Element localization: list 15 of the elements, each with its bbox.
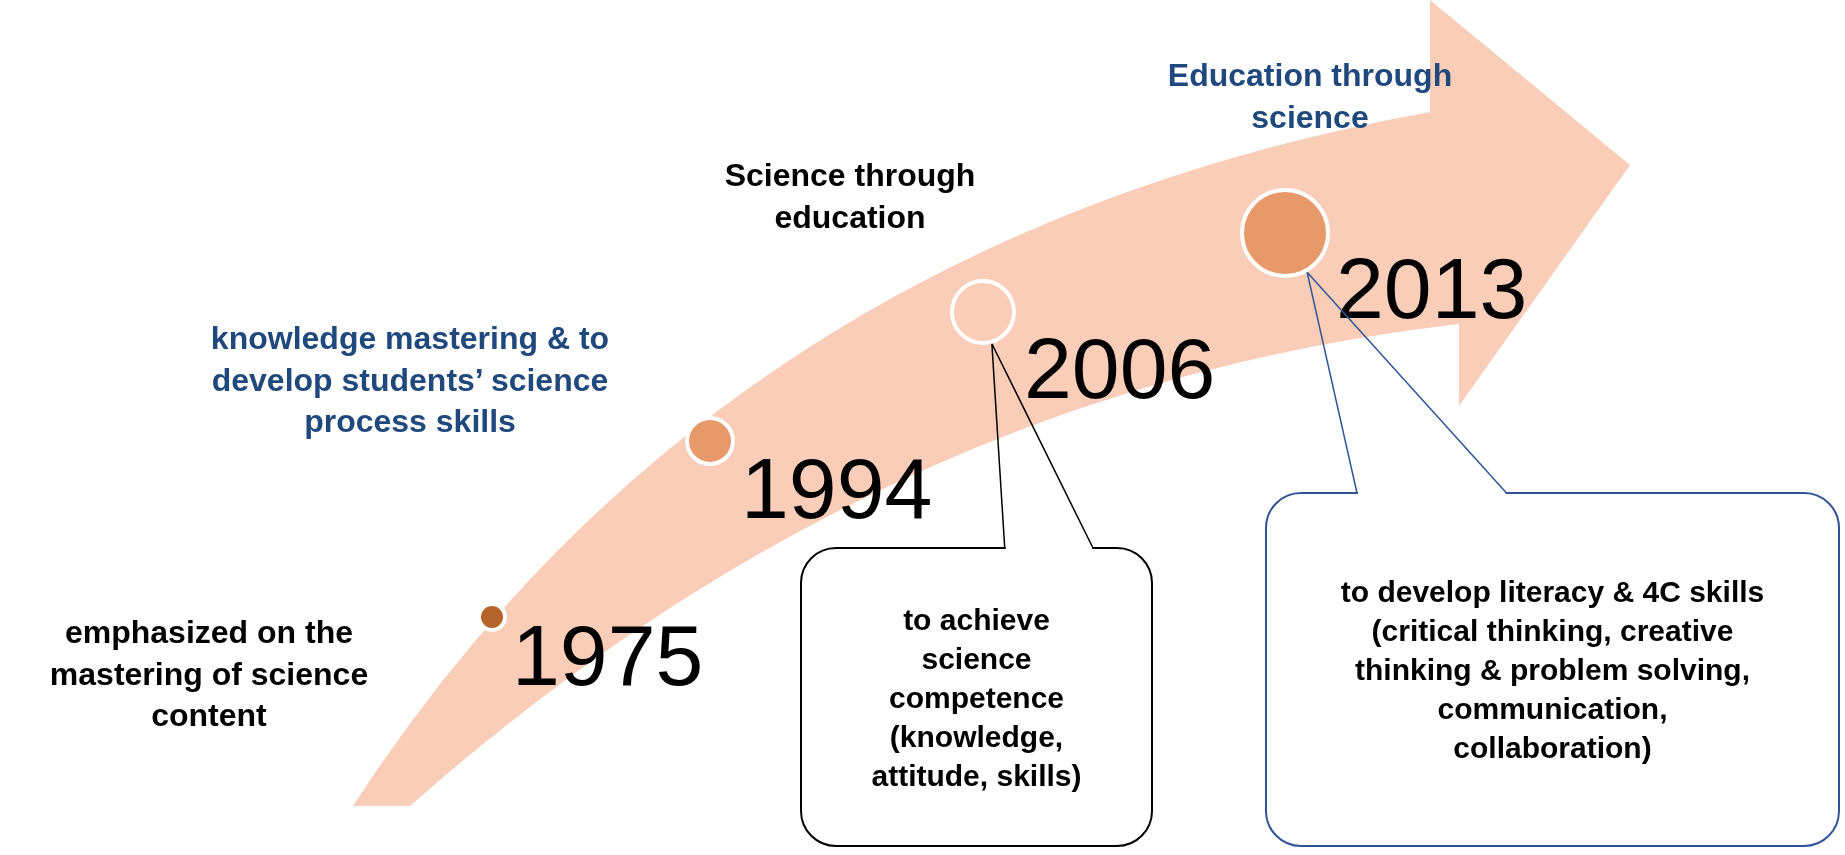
year-label: 1975 xyxy=(512,612,704,698)
milestone-text: Science through education xyxy=(723,156,977,237)
timeline-dot xyxy=(950,279,1016,345)
milestone-text: Education through science xyxy=(1166,56,1454,137)
callout-text: to develop literacy & 4C skills (critical thinking, creative thinking & problem solving, communication, collaboration) xyxy=(1339,574,1766,766)
callout-box xyxy=(1265,492,1840,847)
milestone-text: knowledge mastering & to develop students’ science process skills xyxy=(209,319,611,442)
callout-box xyxy=(800,547,1153,847)
callout-pointer xyxy=(991,343,1094,549)
year-label: 2006 xyxy=(1024,325,1216,411)
callout-text: to achieve science competence (knowledge, attitude, skills) xyxy=(870,601,1083,794)
callout-pointer xyxy=(1306,271,1508,494)
year-label: 1994 xyxy=(741,445,933,531)
year-label: 2013 xyxy=(1336,245,1528,331)
milestone-text: emphasized on the mastering of science content xyxy=(48,613,370,736)
